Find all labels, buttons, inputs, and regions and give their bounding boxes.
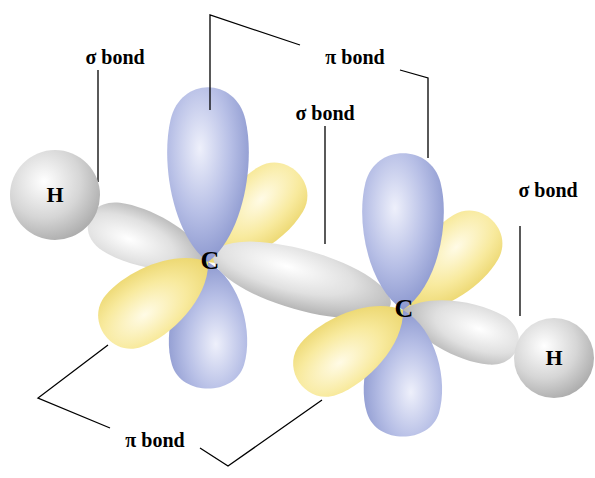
- p-orbital-lobe: [167, 87, 249, 262]
- leader-line: [519, 226, 520, 316]
- bond-label: π bond: [125, 430, 184, 450]
- atom-symbol: C: [201, 248, 220, 274]
- leader-line: [400, 70, 428, 158]
- bond-label: σ bond: [295, 103, 354, 123]
- atom-symbol: H: [545, 347, 562, 369]
- hydrogen-atom: H: [10, 150, 100, 240]
- bond-label: σ bond: [85, 47, 144, 67]
- p-orbital-lobe: [85, 234, 228, 363]
- hydrogen-atom: H: [514, 318, 594, 398]
- leader-line: [38, 345, 110, 428]
- p-orbital-lobe: [280, 282, 423, 411]
- atom-symbol: C: [395, 296, 414, 322]
- bond-label: π bond: [325, 47, 384, 67]
- p-orbital-lobe: [362, 153, 444, 310]
- leader-line: [200, 400, 322, 466]
- leader-line: [210, 15, 300, 110]
- atom-symbol: H: [46, 184, 63, 206]
- leader-line: [324, 126, 325, 244]
- bond-label: σ bond: [518, 180, 577, 200]
- leader-line: [97, 70, 98, 182]
